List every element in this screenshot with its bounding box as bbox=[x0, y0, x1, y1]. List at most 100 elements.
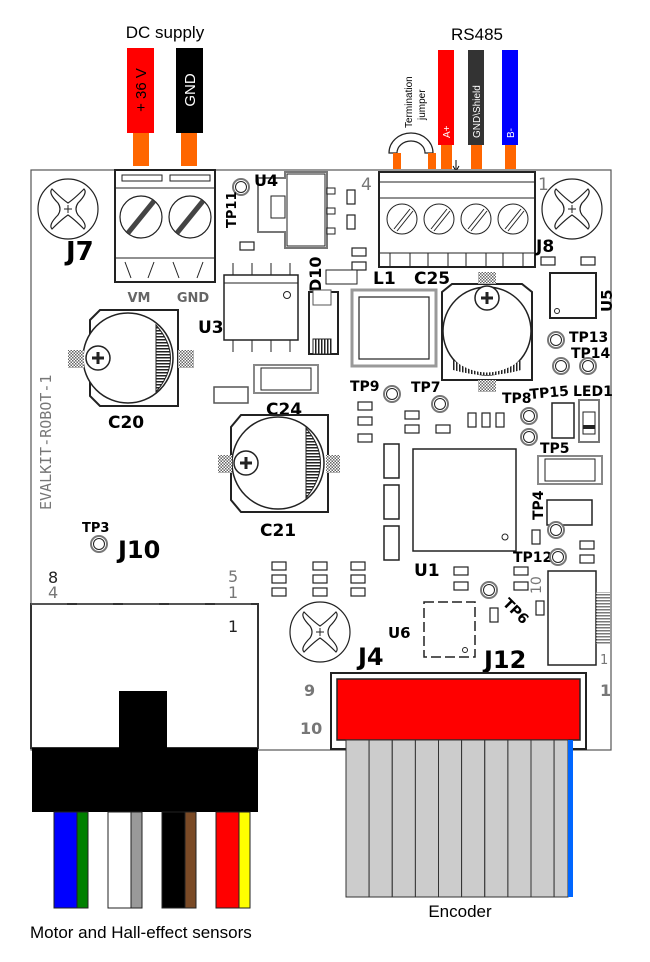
encoder-ribbon-cable bbox=[345, 739, 573, 898]
ribbon-wire bbox=[391, 739, 416, 898]
pad-icon bbox=[239, 241, 255, 251]
tp15-label: TP15 bbox=[529, 384, 570, 403]
tp6-icon bbox=[480, 581, 498, 599]
pad-icon bbox=[271, 561, 287, 571]
tp4-icon bbox=[547, 521, 565, 539]
ribbon-wire bbox=[368, 739, 393, 898]
motor-wires bbox=[53, 811, 251, 909]
dc-wire-gnd-label: GND bbox=[182, 73, 199, 107]
motor-wire-stripe bbox=[76, 811, 89, 909]
j12-header-body bbox=[336, 678, 581, 741]
tp14-label: TP14 bbox=[571, 346, 611, 362]
motor-wire-stripe bbox=[184, 811, 197, 909]
ribbon-wire-pin1-stripe bbox=[568, 740, 573, 897]
component-d10: D10 bbox=[306, 256, 339, 355]
jumper-pin-right bbox=[428, 153, 436, 169]
component-c24: C24 bbox=[253, 364, 319, 420]
j4-pin-10: 10 bbox=[529, 576, 545, 594]
tp7-label: TP7 bbox=[411, 380, 441, 396]
rs485-wire-b-insulation bbox=[502, 50, 518, 145]
component-u5: U5 bbox=[549, 272, 616, 319]
ribbon-wire bbox=[553, 739, 569, 898]
motor-wire bbox=[215, 811, 240, 909]
pad-icon bbox=[540, 256, 556, 266]
component-led1 bbox=[578, 399, 600, 443]
pad-icon bbox=[453, 566, 469, 576]
ribbon-wire bbox=[507, 739, 532, 898]
rs485-wire-gnd-label: GND\Shield bbox=[472, 85, 483, 138]
pad-icon bbox=[357, 401, 373, 411]
pad-icon bbox=[467, 412, 477, 428]
j12-pin-1: 1 bbox=[600, 681, 611, 700]
component-c25 bbox=[441, 272, 533, 392]
component-c20: C20 bbox=[68, 309, 194, 433]
pad-icon bbox=[271, 587, 287, 597]
j10-plug-latch bbox=[119, 691, 167, 749]
tp5-label: TP5 bbox=[540, 441, 570, 457]
ribbon-wire bbox=[438, 739, 463, 898]
pad-icon bbox=[579, 540, 595, 550]
motor-wire-pair-3 bbox=[161, 811, 197, 909]
j12-ref: J12 bbox=[482, 646, 526, 674]
component-u3: U3 bbox=[198, 263, 299, 352]
j10-pin-4: 4 bbox=[48, 583, 58, 602]
pad-icon bbox=[351, 261, 367, 271]
pad-icon bbox=[350, 587, 366, 597]
pad-icon bbox=[346, 189, 356, 205]
j10-ref: J10 bbox=[116, 536, 160, 564]
u6-label: U6 bbox=[388, 624, 411, 642]
encoder-caption: Encoder bbox=[428, 902, 492, 921]
j8-ref: J8 bbox=[535, 237, 554, 257]
termination-jumper: Termination jumper bbox=[388, 76, 436, 169]
motor-wire bbox=[107, 811, 132, 909]
motor-wire-stripe bbox=[130, 811, 143, 909]
dc-supply-caption: DC supply bbox=[126, 23, 205, 42]
pad-icon bbox=[312, 561, 328, 571]
j10-pin-5: 5 bbox=[228, 567, 238, 586]
j10-pin-8: 8 bbox=[48, 568, 58, 587]
u5-label: U5 bbox=[598, 289, 616, 312]
j8-pin-4: 4 bbox=[361, 175, 372, 195]
tp15-icon bbox=[552, 357, 570, 375]
component-pad-large bbox=[383, 484, 400, 520]
pad-icon bbox=[580, 256, 596, 266]
tp5-icon bbox=[520, 428, 538, 446]
component-pad-large bbox=[383, 525, 400, 561]
ribbon-wire bbox=[345, 739, 370, 898]
rs485-wire-b: B- bbox=[502, 50, 518, 169]
tp7-icon bbox=[431, 395, 449, 413]
d10-label: D10 bbox=[306, 256, 325, 292]
pad-icon bbox=[350, 561, 366, 571]
component-u4: U4 bbox=[254, 171, 336, 249]
tp9-label: TP9 bbox=[350, 379, 380, 395]
tp13-label: TP13 bbox=[569, 330, 608, 346]
c21-label: C21 bbox=[260, 521, 296, 541]
tp4-label: TP4 bbox=[531, 490, 547, 520]
pad-icon bbox=[489, 607, 499, 623]
dc-wire-positive-insulation bbox=[127, 48, 154, 133]
connector-j10: 8 4 5 1 1 bbox=[30, 567, 259, 812]
motor-wire-pair-4 bbox=[215, 811, 251, 909]
jumper-cap-icon bbox=[388, 132, 434, 154]
connector-j4: 10 1 bbox=[529, 570, 610, 668]
mounting-hole-top-right-icon bbox=[541, 178, 603, 240]
ribbon-wire bbox=[484, 739, 509, 898]
j7-pin-gnd: GND bbox=[177, 291, 210, 306]
l1-label: L1 bbox=[373, 269, 396, 289]
motor-wire-pair-1 bbox=[53, 811, 89, 909]
component-pad-large bbox=[383, 443, 400, 479]
j10-pin-1: 1 bbox=[228, 583, 238, 602]
tp8-label: TP8 bbox=[502, 391, 532, 407]
component-capacitor-inner bbox=[544, 458, 596, 482]
pad-icon bbox=[513, 581, 529, 591]
j10-pin-1-inside: 1 bbox=[228, 617, 238, 636]
dc-wire-positive: + 36 V bbox=[127, 48, 154, 166]
tp12-icon bbox=[549, 548, 567, 566]
rs485-wire-a: A+ bbox=[438, 50, 454, 169]
rs485-caption: RS485 bbox=[451, 25, 503, 44]
rs485-wire-b-label: B- bbox=[506, 128, 517, 138]
pad-icon bbox=[404, 424, 420, 434]
pad-icon bbox=[513, 566, 529, 576]
pad-icon bbox=[312, 574, 328, 584]
